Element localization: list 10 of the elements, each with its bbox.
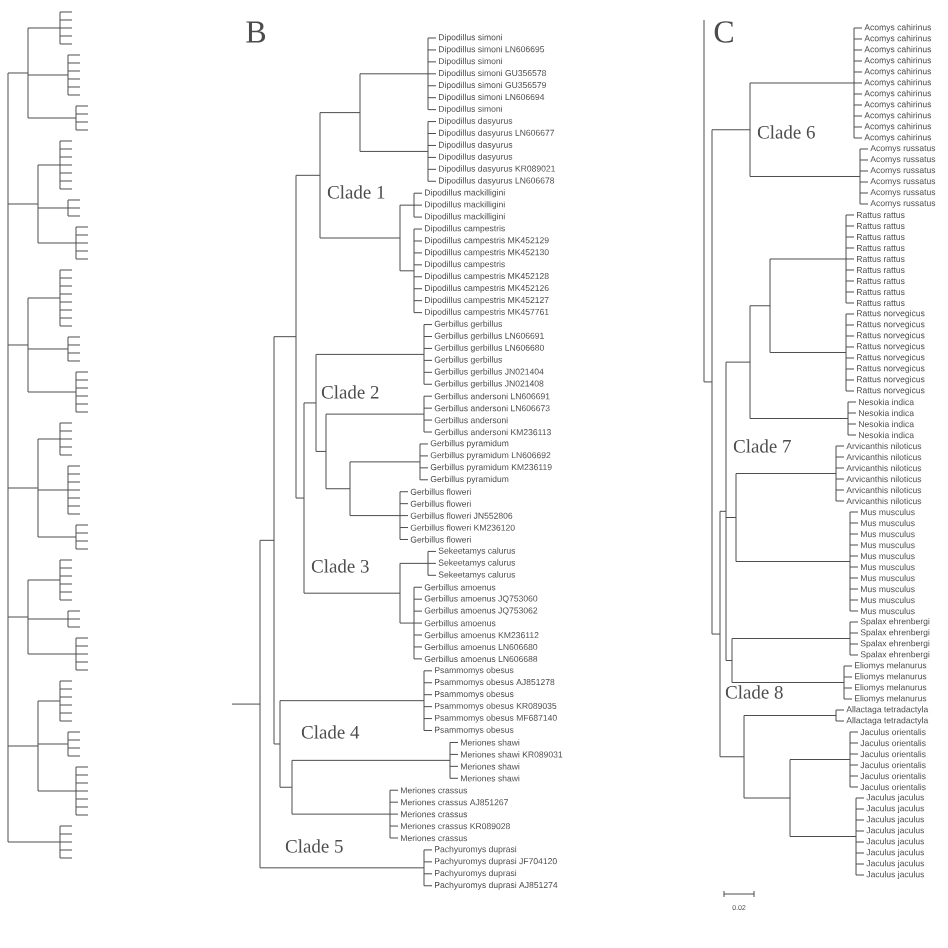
panel-letter: C [714,21,733,43]
clade-label: Clade 6 [757,125,815,139]
clade-label: Clade 8 [725,685,783,699]
clade-label: Clade 1 [327,185,385,199]
clade-label: Clade 4 [301,725,360,739]
clade-label: Clade 3 [311,559,369,573]
clade-label: Clade 5 [285,839,343,853]
clade-label: Clade 7 [733,439,791,453]
clade-label: Clade 2 [321,385,379,399]
panel-letter: B [246,21,266,43]
